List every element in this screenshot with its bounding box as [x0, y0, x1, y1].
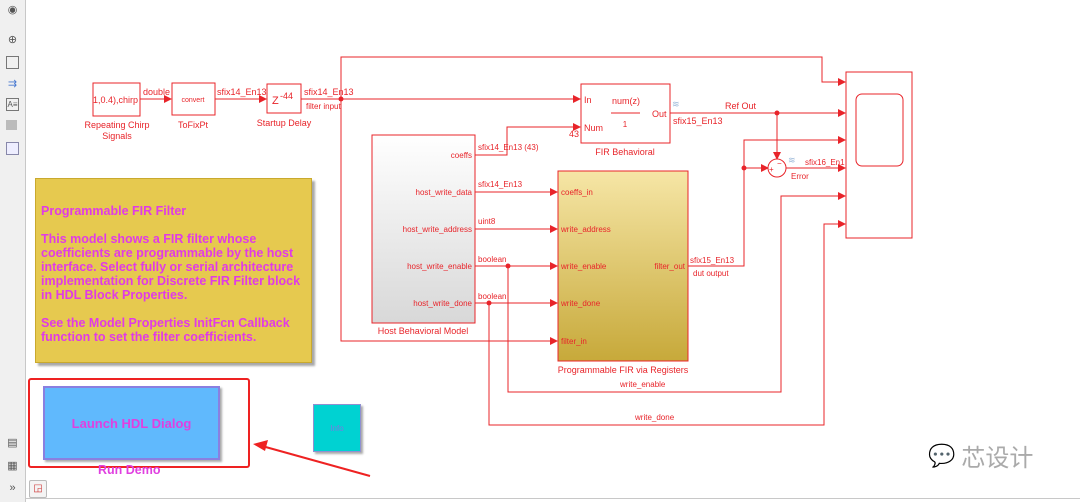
- prog-fir-label: Programmable FIR via Registers: [558, 365, 689, 375]
- watermark: 💬 芯设计: [928, 438, 1033, 473]
- port-host-write-data: host_write_data: [416, 188, 473, 197]
- programmable-fir-block[interactable]: coeffs_in write_address write_enable wri…: [557, 170, 689, 375]
- port-host-write-enable: host_write_enable: [407, 262, 472, 271]
- host-label: Host Behavioral Model: [378, 326, 469, 336]
- port-in: In: [584, 95, 592, 105]
- left-toolbar: ◉ ⊕ ⇉ A≡ ▤ ▦ »: [0, 0, 26, 502]
- error-label: Error: [791, 172, 809, 181]
- signal-name-label: filter input: [306, 102, 341, 111]
- signal-type-label: sfix15_En13: [690, 256, 735, 265]
- signal-logging-icon: ≋: [788, 155, 796, 165]
- port-num: Num: [584, 123, 603, 133]
- annotation-icon[interactable]: A≡: [6, 98, 19, 111]
- tf-numerator: num(z): [612, 96, 640, 106]
- signal-name-label: write_enable: [619, 380, 666, 389]
- chirp-label-2: Signals: [102, 131, 132, 141]
- sum-minus-sign: −: [777, 159, 782, 168]
- port-write-address: write_address: [560, 225, 611, 234]
- sum-plus-sign: +: [769, 165, 774, 174]
- signal-name-label: write_done: [634, 413, 675, 422]
- signal-logging-icon: ≋: [672, 99, 680, 109]
- tofixpt-block[interactable]: convert ToFixPt: [171, 82, 216, 130]
- chirp-content: 1,0.4),chirp: [93, 95, 138, 105]
- port-coeffs-in: coeffs_in: [561, 188, 593, 197]
- description-note: Programmable FIR Filter This model shows…: [35, 178, 312, 363]
- signal-type-label: double: [143, 87, 170, 97]
- signal-name-label: Ref Out: [725, 101, 757, 111]
- scope-screen-icon: [855, 93, 904, 167]
- area-icon[interactable]: [6, 142, 19, 155]
- host-behavioral-model-block[interactable]: coeffs host_write_data host_write_addres…: [371, 134, 476, 336]
- dimension-label: 43: [569, 129, 579, 139]
- info-button[interactable]: Info: [313, 404, 361, 452]
- port-host-write-done: host_write_done: [413, 299, 472, 308]
- scope-block[interactable]: [845, 71, 913, 239]
- port-out: Out: [652, 109, 667, 119]
- signal-type-label: sfix16_En1: [805, 158, 845, 167]
- signal-type-label: sfix14_En13: [217, 87, 267, 97]
- info-label: Info: [330, 423, 344, 433]
- note-title: Programmable FIR Filter: [41, 204, 187, 218]
- signal-type-label: sfix14_En13: [478, 180, 523, 189]
- launch-button-label: Launch HDL Dialog: [71, 415, 192, 431]
- port-filter-in: filter_in: [561, 337, 587, 346]
- signal-name-label: dut output: [693, 269, 729, 278]
- launch-hdl-dialog-button[interactable]: Launch HDL Dialog: [43, 386, 220, 460]
- model-canvas[interactable]: [26, 0, 1080, 499]
- signal-type-label: sfix14_En13: [304, 87, 354, 97]
- model-status-icon[interactable]: ◲: [29, 480, 47, 498]
- property-inspector-icon[interactable]: ▦: [7, 460, 18, 472]
- port-write-enable: write_enable: [560, 262, 607, 271]
- tofixpt-label: ToFixPt: [178, 120, 209, 130]
- delay-label: Startup Delay: [257, 118, 312, 128]
- sum-block[interactable]: + −: [767, 158, 787, 178]
- chirp-label: Repeating Chirp: [84, 120, 149, 130]
- note-paragraph-1: This model shows a FIR filter whose coef…: [41, 232, 301, 302]
- signal-type-label: boolean: [478, 292, 506, 301]
- model-browser-icon[interactable]: ▤: [7, 437, 18, 449]
- note-paragraph-2: See the Model Properties InitFcn Callbac…: [41, 316, 290, 344]
- highlight-box: [28, 378, 250, 468]
- signal-type-label: sfix15_En13: [673, 116, 723, 126]
- tf-denominator: 1: [623, 120, 628, 129]
- port-coeffs: coeffs: [451, 151, 472, 160]
- signal-icon[interactable]: ⇉: [7, 78, 18, 90]
- fit-view-icon[interactable]: [6, 56, 19, 69]
- fir-behavioral-label: FIR Behavioral: [595, 147, 655, 157]
- image-icon[interactable]: [6, 120, 17, 130]
- run-demo-caption: Run Demo: [98, 463, 161, 477]
- port-filter-out: filter_out: [654, 262, 685, 271]
- delay-z: Z: [272, 95, 279, 107]
- delay-exponent: -44: [280, 91, 293, 101]
- hide-show-icon[interactable]: ◉: [7, 4, 18, 16]
- watermark-text: 芯设计: [961, 445, 1034, 472]
- signal-type-label: sfix14_En13 (43): [478, 143, 539, 152]
- annotation-arrow: [253, 440, 371, 477]
- signal-lines: [140, 56, 846, 426]
- signal-type-label: boolean: [478, 255, 506, 264]
- convert-content: convert: [182, 97, 205, 104]
- fir-behavioral-block[interactable]: In Num Out num(z) 1 FIR Behavioral: [580, 83, 671, 157]
- port-host-write-address: host_write_address: [403, 225, 472, 234]
- startup-delay-block[interactable]: Z -44 Startup Delay: [257, 83, 312, 128]
- wechat-icon: 💬: [928, 442, 956, 468]
- signal-type-label: uint8: [478, 217, 496, 226]
- repeating-chirp-block[interactable]: 1,0.4),chirp Repeating Chirp Signals: [84, 82, 150, 141]
- zoom-icon[interactable]: ⊕: [7, 34, 18, 46]
- port-write-done: write_done: [560, 299, 601, 308]
- more-icon[interactable]: »: [9, 482, 16, 494]
